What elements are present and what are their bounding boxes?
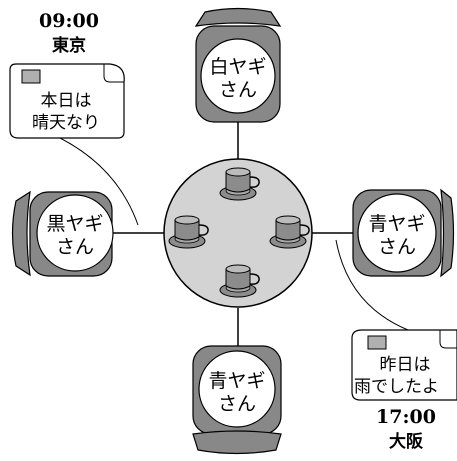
note-bottom-right: 昨日は 雨でしたよ [351,329,457,401]
clock-osaka-city: 大阪 [389,431,423,452]
chair-left-cushion [36,194,114,272]
seat-bottom-line1: 青ヤギ [208,370,265,392]
callout-curve-bottom-right [335,239,409,331]
note-top-left-marker [21,69,41,84]
note-top-left-line1: 本日は [41,91,92,111]
chair-top-cushion [200,38,276,114]
chair-left: 黒ヤギ さん [11,190,114,277]
seat-top-line1: 白ヤギ [209,56,266,78]
seat-left-line1: 黒ヤギ [46,213,103,235]
chair-bottom-cushion [198,350,276,428]
callout-curve-top-left [59,137,139,226]
seat-right-line2: さん [378,236,416,258]
teacup-right [269,215,310,249]
note-top-left-line2: 晴天なり [32,113,100,133]
chair-left-backrest [11,190,31,277]
clock-tokyo-city: 東京 [52,35,86,56]
teacup-bottom [219,264,260,298]
teacup-left [168,215,209,249]
teacup-top [219,167,260,201]
note-top-left-fold [103,64,124,83]
chair-right-backrest [440,188,455,278]
note-bottom-right-marker [367,335,387,350]
note-bottom-right-fold [439,330,457,349]
note-bottom-right-line2: 雨でしたよ [354,377,439,397]
chair-right: 青ヤギ さん [352,188,455,278]
seat-left-line2: さん [56,236,94,258]
seat-top-line2: さん [219,79,257,101]
note-top-left: 本日は 晴天なり [9,63,125,139]
round-table [163,158,313,308]
chair-top: 白ヤギ さん [194,7,282,123]
seat-bottom-line2: さん [218,393,256,415]
note-bottom-right-line1: 昨日は [380,355,431,375]
clock-osaka-time: 17:00 [376,406,436,428]
clock-tokyo-time: 09:00 [39,10,99,32]
seat-right-line1: 青ヤギ [368,213,425,235]
chair-bottom-backrest [192,430,282,455]
chair-right-cushion [357,193,437,273]
chair-bottom: 青ヤギ さん [192,345,282,455]
chair-top-backrest [194,7,282,27]
